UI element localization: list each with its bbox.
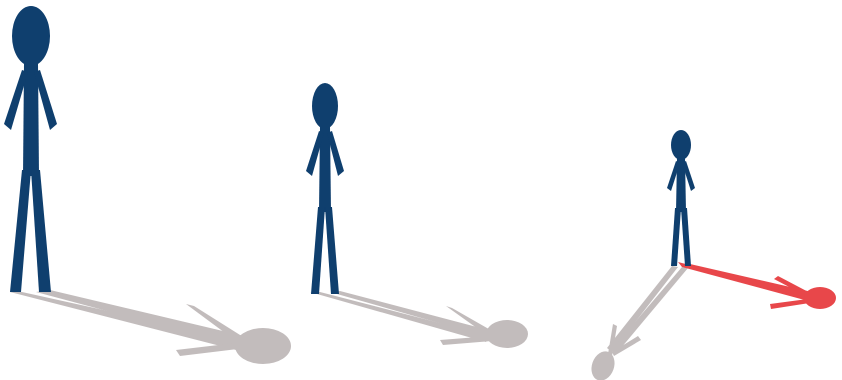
shadow-medium-leg-right xyxy=(330,291,492,337)
shadow-small-left-leg-b xyxy=(611,267,688,354)
shadow-medium-arm-lower xyxy=(440,336,492,345)
stick-figure-medium xyxy=(306,83,344,294)
figure-small-leg-right xyxy=(681,208,691,266)
shadow-small-figure-right-highlighted xyxy=(678,262,836,309)
figure-medium-leg-left xyxy=(311,207,325,294)
shadow-large-head xyxy=(235,328,291,364)
figure-large-leg-right xyxy=(31,170,51,292)
shadow-small-right-head xyxy=(804,287,836,309)
figure-medium-leg-right xyxy=(325,207,339,294)
shadow-large-figure xyxy=(10,290,291,364)
shadow-small-left-leg-a xyxy=(607,266,678,352)
stick-figure-large xyxy=(4,6,57,292)
stick-figure-small xyxy=(667,130,695,266)
shadow-small-right-leg-b xyxy=(690,264,812,298)
figure-large-head xyxy=(12,6,50,66)
shadow-small-figure-left xyxy=(588,266,688,380)
shadow-medium-figure xyxy=(310,291,528,348)
figure-large-leg-left xyxy=(10,170,31,292)
shadow-medium-head xyxy=(486,320,528,348)
shadow-large-leg-left xyxy=(10,292,240,350)
figure-small-head xyxy=(671,130,691,160)
figure-small-leg-left xyxy=(671,208,681,266)
figure-medium-head xyxy=(312,83,338,129)
